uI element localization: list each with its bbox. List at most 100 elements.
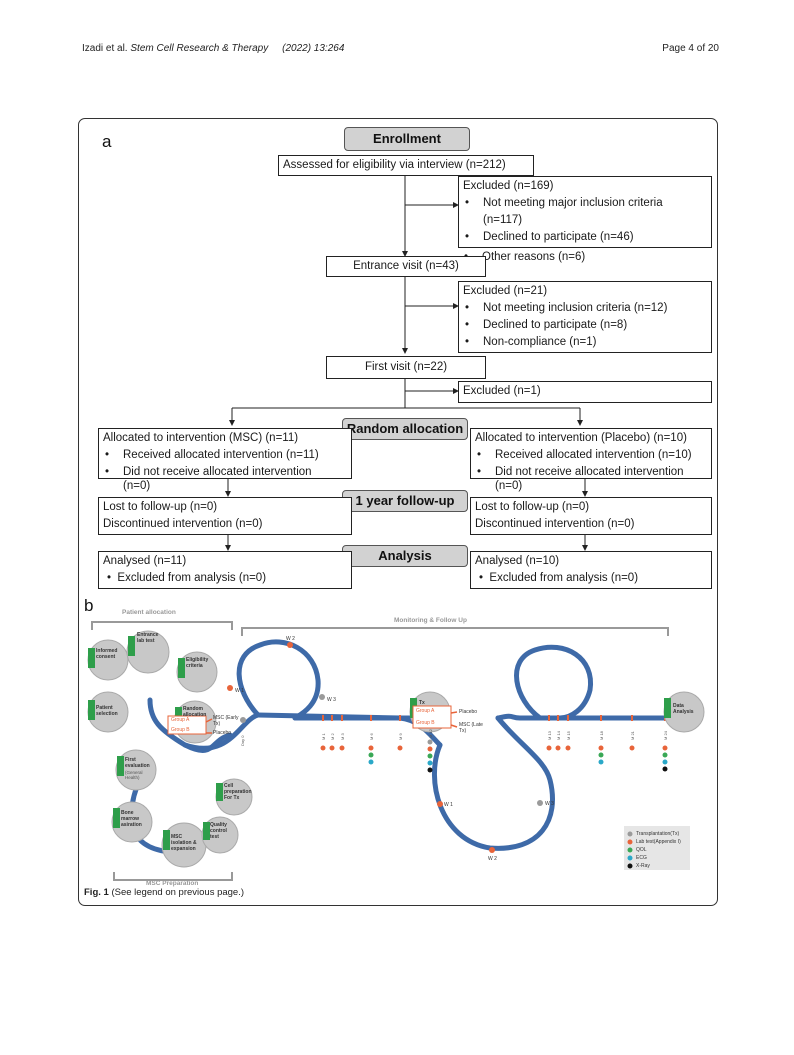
step-d-label: Eligibility criteria: [186, 657, 209, 669]
month-label: M 6: [369, 733, 374, 740]
month-label: M 13: [547, 731, 552, 740]
alloc-msc-box: Allocated to intervention (MSC) (n=11) R…: [98, 428, 352, 481]
monitoring-label: Monitoring & Follow Up: [394, 617, 467, 624]
analysis-item: • Excluded from analysis (n=0): [479, 572, 639, 584]
entrance-visit-box: Entrance visit (n=43): [326, 256, 486, 277]
authors: Izadi et al.: [82, 43, 128, 54]
analysis-stage: Analysis: [342, 545, 468, 567]
loop-label: W 1: [235, 688, 244, 694]
alloc-placebo-box: Allocated to intervention (Placebo) (n=1…: [470, 428, 712, 481]
excluded-item: Non-compliance (n=1): [463, 334, 707, 351]
alloc-item: Received allocated intervention (n=11): [103, 447, 347, 464]
running-header: Izadi et al. Stem Cell Research & Therap…: [82, 43, 344, 54]
month-label: M 18: [599, 731, 604, 740]
step-e-label: Random allocation: [183, 706, 207, 718]
month-label: M 1: [321, 733, 326, 740]
analysis-title: Analysed (n=10): [475, 555, 560, 567]
excluded-item: Declined to participate (n=46): [463, 229, 707, 246]
legend-item: QOL: [636, 847, 647, 853]
step-j-label: Cell preparation For Tx: [224, 783, 252, 801]
month-label: M 14: [556, 731, 561, 740]
step-l-label: Data Analysis: [673, 703, 694, 715]
assessed-box: Assessed for eligibility via interview (…: [278, 155, 534, 176]
msc-preparation-label: MSC Preparation: [146, 880, 199, 887]
panel-a-label: a: [102, 132, 112, 151]
step-c-label: Entrance lab test: [137, 632, 159, 644]
group-b-e: Group B: [171, 727, 190, 733]
month-label: M 15: [566, 731, 571, 740]
month-label: M 3: [340, 733, 345, 740]
figure-number: Fig. 1: [84, 887, 109, 898]
loop-label: W 3: [545, 801, 554, 807]
alloc-tail: (n=0): [123, 480, 151, 492]
step-k-label: Tx: [419, 700, 425, 706]
followup-line: Discontinued intervention (n=0): [103, 518, 263, 530]
step-i-label: Quality control test: [210, 822, 227, 840]
analysis-msc-box: Analysed (n=11) • Excluded from analysis…: [98, 551, 352, 589]
loop-label: W 3: [327, 697, 336, 703]
step-g-label: Bone marrow asiration: [121, 810, 142, 828]
journal-name: Stem Cell Research & Therapy: [130, 43, 269, 54]
placebo-e-label: Placebo: [213, 730, 232, 736]
followup-stage: 1 year follow-up: [342, 490, 468, 512]
excluded-title: Excluded (n=21): [463, 285, 548, 297]
alloc-title: Allocated to intervention (MSC) (n=11): [103, 432, 299, 444]
alloc-item: Did not receive allocated intervention: [475, 464, 707, 481]
month-label: M 24: [663, 731, 668, 740]
legend-item: ECG: [636, 855, 647, 861]
caption-text: (See legend on previous page.): [111, 887, 245, 898]
month-label: M 21: [630, 731, 635, 740]
panel-b-label: b: [84, 596, 94, 615]
month-label: M 12: [428, 729, 433, 738]
group-b-k: Group B: [416, 720, 435, 726]
enrollment-stage: Enrollment: [344, 127, 470, 151]
followup-line: Lost to follow-up (n=0): [103, 501, 218, 513]
analysis-item: • Excluded from analysis (n=0): [107, 572, 267, 584]
alloc-item: Received allocated intervention (n=10): [475, 447, 707, 464]
followup-line: Discontinued intervention (n=0): [475, 518, 635, 530]
excluded-box-1: Excluded (n=169) Not meeting major inclu…: [458, 176, 712, 248]
legend-item: X-Ray: [636, 863, 650, 869]
alloc-title: Allocated to intervention (Placebo) (n=1…: [475, 432, 687, 444]
excluded-title: Excluded (n=169): [463, 180, 554, 192]
random-allocation-stage: Random allocation: [342, 418, 468, 440]
volume: (2022) 13:264: [282, 43, 345, 54]
step-f-sub: (General Health): [125, 770, 143, 780]
excluded-box-3: Excluded (n=1): [458, 381, 712, 403]
page-number: Page 4 of 20: [662, 43, 719, 54]
placebo-k-label: Placebo: [459, 709, 478, 715]
day0-label: Day 0: [240, 735, 245, 746]
followup-placebo-box: Lost to follow-up (n=0) Discontinued int…: [470, 497, 712, 535]
step-b-label: Informed consent: [96, 648, 118, 660]
step-a-label: Patient selection: [96, 705, 118, 717]
month-label: M 9: [398, 733, 403, 740]
first-visit-box: First visit (n=22): [326, 356, 486, 379]
msc-early-label: MSC (Early Tx): [213, 715, 239, 727]
month-label: M 2: [330, 733, 335, 740]
excluded-box-2: Excluded (n=21) Not meeting inclusion cr…: [458, 281, 712, 353]
alloc-item: Did not receive allocated intervention: [103, 464, 347, 481]
step-f-label: First evaluation: [125, 757, 150, 769]
group-a-k: Group A: [416, 708, 435, 714]
patient-allocation-label: Patient allocation: [122, 609, 176, 616]
excluded-item: Not meeting inclusion criteria (n=12): [463, 300, 707, 317]
alloc-tail: (n=0): [495, 480, 523, 492]
legend-item: Lab test(Appendix I): [636, 839, 681, 845]
excluded-item: Declined to participate (n=8): [463, 317, 707, 334]
group-a-e: Group A: [171, 717, 190, 723]
loop-label: W 2: [286, 636, 295, 642]
msc-late-label: MSC (Late Tx): [459, 722, 483, 734]
excluded-item: Not meeting major inclusion criteria (n=…: [463, 195, 707, 229]
legend-item: Transplantation(Tx): [636, 831, 680, 837]
analysis-title: Analysed (n=11): [103, 555, 187, 567]
analysis-placebo-box: Analysed (n=10) • Excluded from analysis…: [470, 551, 712, 589]
followup-line: Lost to follow-up (n=0): [475, 501, 590, 513]
loop-label: W 1: [444, 802, 453, 808]
figure-caption: Fig. 1 (See legend on previous page.): [84, 887, 244, 898]
loop-label: W 2: [488, 856, 497, 862]
figure-frame: [78, 118, 718, 906]
step-h-label: MSC isolation & expansion: [171, 834, 197, 852]
followup-msc-box: Lost to follow-up (n=0) Discontinued int…: [98, 497, 352, 535]
